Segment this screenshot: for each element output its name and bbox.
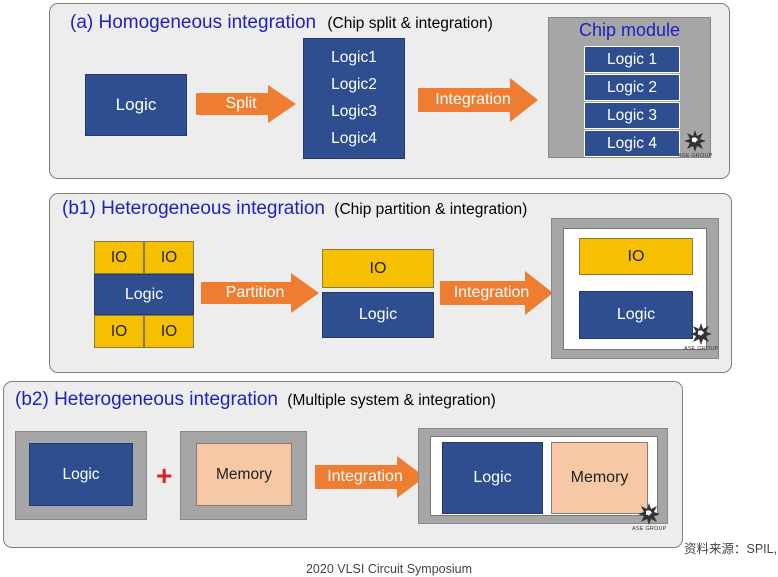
split-arrow-shape <box>196 85 296 123</box>
io-label-4: IO <box>160 322 178 340</box>
module-item-3-label: Logic 3 <box>607 106 657 124</box>
io-partition-block: IO <box>322 249 434 288</box>
ase-logo-b1: ASE GROUP <box>684 322 719 352</box>
integration-arrow-b2-shape <box>315 456 425 498</box>
ase-logo-a-text: ASE GROUP <box>678 153 713 159</box>
integration-arrow-a-shape <box>418 78 538 122</box>
panel-b1-subtitle: (Chip partition & integration) <box>334 201 528 218</box>
memory-package-b2: Memory <box>551 442 648 514</box>
logic-block: Logic <box>85 74 187 136</box>
logic-partition-block: Logic <box>322 292 434 338</box>
panel-b1-title-text: (b1) Heterogeneous integration <box>62 198 326 219</box>
panel-b2-subtitle: (Multiple system & integration) <box>287 392 496 409</box>
io-block-bottom-right: IO <box>144 315 194 348</box>
ase-logo-b1-text: ASE GROUP <box>684 346 719 352</box>
io-block-top-right: IO <box>144 241 194 274</box>
io-block-bottom-left: IO <box>94 315 144 348</box>
split-item-3: Logic3 <box>331 102 377 120</box>
logic-package-block: Logic <box>579 291 693 339</box>
module-item-1-label: Logic 1 <box>607 50 657 68</box>
split-item-1: Logic1 <box>331 49 377 67</box>
memory-system-block: Memory <box>196 443 292 506</box>
plus-sign: + <box>156 460 173 491</box>
split-item-4: Logic4 <box>331 129 377 147</box>
integration-arrow-b2-label: Integration <box>327 468 403 485</box>
integration-arrow-b1: Integration <box>440 271 553 315</box>
integration-arrow-b1-label: Integration <box>453 284 530 301</box>
module-item-3: Logic 3 <box>584 102 680 129</box>
logic-block-label: Logic <box>115 95 157 114</box>
integration-arrow-b1-shape <box>440 271 553 315</box>
module-item-1: Logic 1 <box>584 46 680 73</box>
footer-caption: 2020 VLSI Circuit Symposium <box>305 562 473 576</box>
logic-package-b2-label: Logic <box>473 469 512 486</box>
logic-b1-label: Logic <box>124 285 164 303</box>
ase-logo-a-icon <box>684 130 707 152</box>
io-package-label: IO <box>627 247 645 265</box>
panel-b1-title: (b1) Heterogeneous integration (Chip par… <box>62 198 527 220</box>
panel-b2-title-text: (b2) Heterogeneous integration <box>15 389 279 410</box>
source-note: 资料来源：SPIL, <box>684 542 778 556</box>
io-label-2: IO <box>160 248 178 266</box>
partition-arrow-label: Partition <box>225 284 285 301</box>
io-partition-label: IO <box>369 259 387 277</box>
ase-logo-a: ASE GROUP <box>678 129 713 159</box>
io-label-3: IO <box>110 322 128 340</box>
logic-partition-label: Logic <box>358 306 398 323</box>
io-package-block: IO <box>579 238 693 275</box>
memory-system-label: Memory <box>216 465 272 483</box>
integration-arrow-a: Integration <box>418 78 538 122</box>
ase-logo-b2: ASE GROUP <box>632 502 667 532</box>
ase-logo-b2-text: ASE GROUP <box>632 526 667 532</box>
logic-package-label: Logic <box>616 306 656 323</box>
io-label-1: IO <box>110 248 128 266</box>
logic-package-b2: Logic <box>442 442 543 514</box>
logic-system-label: Logic <box>62 465 100 483</box>
partition-arrow-shape <box>201 273 319 313</box>
integration-arrow-a-label: Integration <box>435 91 511 108</box>
io-block-top-left: IO <box>94 241 144 274</box>
ase-logo-b1-icon <box>690 323 713 345</box>
split-logic-block: Logic1 Logic2 Logic3 Logic4 <box>303 38 405 159</box>
ase-logo-b2-icon <box>638 503 661 525</box>
partition-arrow: Partition <box>201 273 319 313</box>
memory-package-b2-label: Memory <box>570 469 629 486</box>
module-item-4: Logic 4 <box>584 130 680 157</box>
module-item-2-label: Logic 2 <box>607 78 657 96</box>
split-arrow: Split <box>196 85 296 123</box>
module-item-2: Logic 2 <box>584 74 680 101</box>
chip-module-title: Chip module <box>578 20 681 40</box>
panel-b2-title: (b2) Heterogeneous integration (Multiple… <box>15 389 496 411</box>
logic-block-b1: Logic <box>94 274 194 315</box>
panel-a-title-text: (a) Homogeneous integration <box>70 12 317 33</box>
split-item-2: Logic2 <box>331 76 377 94</box>
split-arrow-label: Split <box>225 95 257 112</box>
panel-a-subtitle: (Chip split & integration) <box>327 15 493 32</box>
integration-arrow-b2: Integration <box>315 456 425 498</box>
module-item-4-label: Logic 4 <box>607 134 657 152</box>
logic-system-block: Logic <box>29 443 133 506</box>
panel-a-title: (a) Homogeneous integration (Chip split … <box>70 12 493 34</box>
chip-module-stack: Logic 1 Logic 2 Logic 3 Logic 4 <box>584 46 680 157</box>
